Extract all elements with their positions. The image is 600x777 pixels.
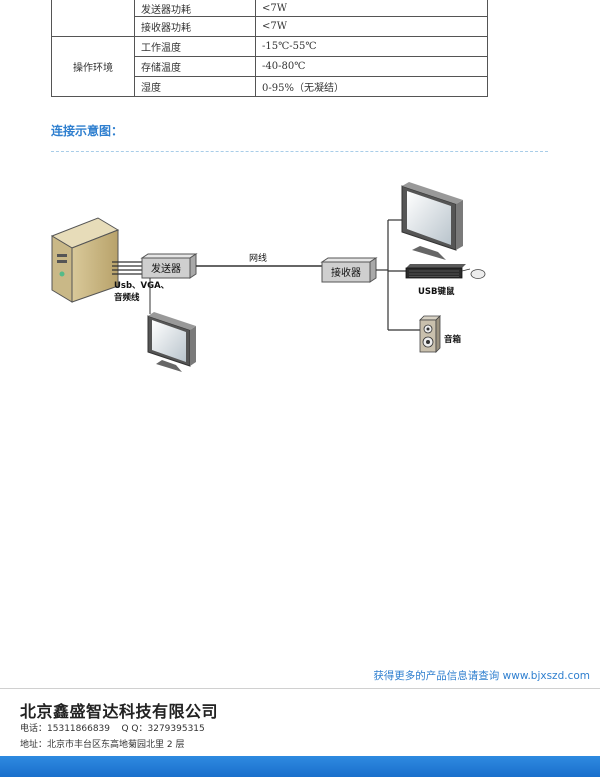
connection-diagram: 发送器 网线 接收器 Usb、VGA、 音频线 xyxy=(50,182,486,372)
table-cell-key: 存储温度 xyxy=(134,56,256,77)
sender-label: 发送器 xyxy=(151,262,181,275)
sender-ports-label-2: 音频线 xyxy=(114,292,140,303)
phone-line: 电话：15311866839 Q Q：3279395315 xyxy=(20,721,205,734)
address-line: 地址：北京市丰台区东高地菊园北里 2 层 xyxy=(20,737,184,750)
table-cell-key: 湿度 xyxy=(134,76,256,97)
qq-number: 3279395315 xyxy=(147,724,205,734)
divider xyxy=(51,151,548,152)
table-row: 操作环境 工作温度 -15℃-55℃ xyxy=(51,36,488,97)
table-cell-value: -15℃-55℃ xyxy=(255,36,488,57)
keyboard-icon xyxy=(405,264,466,279)
table-cell-key: 接收器功耗 xyxy=(134,16,256,37)
receiver-label: 接收器 xyxy=(331,266,361,279)
sender-ports-label: Usb、VGA、 xyxy=(114,281,169,291)
table-cell-value: <7W xyxy=(255,0,488,17)
pc-tower-icon xyxy=(50,217,120,303)
table-row: 发送器功耗 <7W xyxy=(51,0,488,37)
av-cables xyxy=(112,261,142,275)
address-label: 地址： xyxy=(20,740,48,750)
phone-number: 15311866839 xyxy=(47,724,111,734)
section-title: 连接示意图： xyxy=(51,124,124,138)
keyboard-label: USB键鼠 xyxy=(418,286,455,297)
divider xyxy=(0,688,600,689)
receiver-device xyxy=(320,257,378,283)
qq-label: Q Q： xyxy=(121,724,148,734)
table-cell-category: 操作环境 xyxy=(51,36,135,97)
mouse-icon xyxy=(461,268,486,279)
table-row: 接收器功耗 <7W xyxy=(52,16,488,37)
footer-bar xyxy=(0,756,600,777)
speaker-icon xyxy=(419,315,441,353)
sender-device xyxy=(140,253,198,279)
address-value: 北京市丰台区东高地菊园北里 2 层 xyxy=(47,740,185,750)
phone-label: 电话： xyxy=(20,724,48,734)
receiver-output-cables xyxy=(376,219,420,331)
table-cell-key: 发送器功耗 xyxy=(134,0,256,17)
table-cell-category xyxy=(51,0,135,37)
table-cell-value: -40-80℃ xyxy=(255,56,488,77)
table-row: 存储温度 -40-80℃ xyxy=(52,56,488,77)
monitor-icon xyxy=(401,182,463,260)
spec-table: 发送器功耗 <7W 接收器功耗 <7W 操作环境 工作温度 -15℃-55℃ 存… xyxy=(51,0,488,97)
monitor-icon xyxy=(147,312,196,372)
company-name: 北京鑫盛智达科技有限公司 xyxy=(20,702,219,721)
speaker-label: 音箱 xyxy=(444,334,462,345)
table-cell-key: 工作温度 xyxy=(134,36,256,57)
cable-label: 网线 xyxy=(249,252,267,264)
footer-website-link[interactable]: 获得更多的产品信息请查询 www.bjxszd.com xyxy=(373,670,590,682)
table-row: 湿度 0-95%（无凝结） xyxy=(52,76,488,97)
table-cell-value: <7W xyxy=(255,16,488,37)
table-cell-value: 0-95%（无凝结） xyxy=(255,76,488,97)
